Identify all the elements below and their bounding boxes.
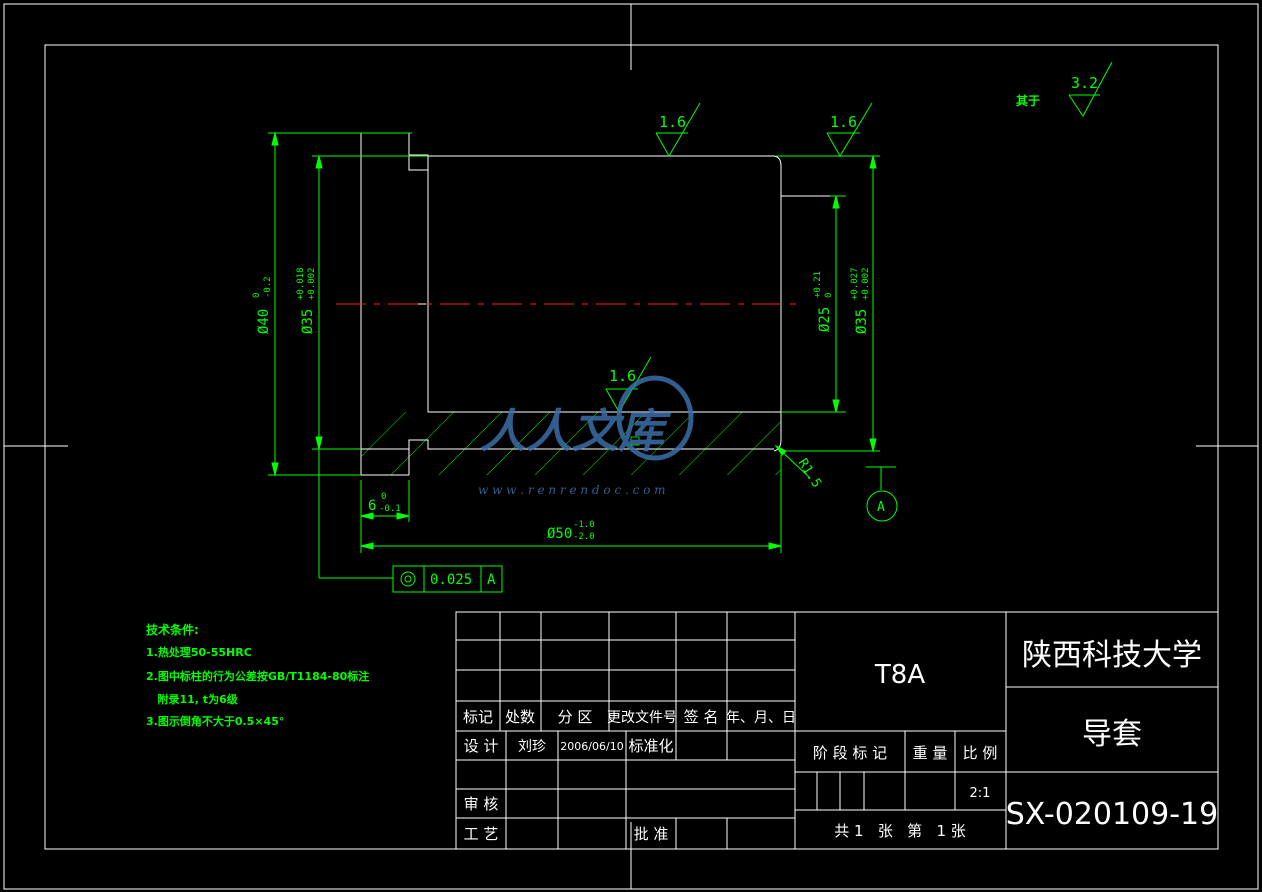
revision-header: 处数 — [505, 708, 535, 726]
dim-outer-fit-value: Ø35 — [300, 309, 316, 334]
watermark-url: w w w . r e n r e n d o c . c o m — [478, 483, 666, 497]
dim-outer-fit: Ø35 +0.018 +0.002 — [296, 267, 317, 334]
dim-outer-small-upper: 0 — [252, 293, 262, 298]
scale-value: 2:1 — [970, 786, 991, 801]
dim-radius-value: R1.5 — [795, 456, 824, 491]
tech-note-item: 3.图示倒角不大于0.5×45° — [146, 714, 284, 728]
standardize-label: 标准化 — [628, 737, 673, 755]
dim-bore-lower: 0 — [824, 293, 834, 298]
dim-flange-lower: -0.1 — [379, 504, 401, 514]
dim-outer-small-lower: -0.2 — [263, 276, 273, 298]
tech-notes: 技术条件: 1.热处理50-55HRC 2.图中标柱的行为公差按GB/T1184… — [146, 622, 369, 728]
roughness-symbols — [605, 61, 1113, 414]
dimension-lines — [268, 132, 898, 579]
process-label: 工 艺 — [464, 825, 499, 843]
tech-notes-title: 技术条件: — [146, 622, 199, 637]
tolerance-value: 0.025 — [430, 572, 472, 588]
dim-length: Ø50 -1.0 -2.0 — [547, 520, 595, 542]
revision-header: 更改文件号 — [607, 710, 677, 726]
drawing-number: SX-020109-19 — [1006, 797, 1218, 832]
weight-label: 重 量 — [913, 744, 948, 762]
dim-bore-upper: +0.21 — [813, 271, 823, 298]
tolerance-frame — [392, 565, 503, 593]
dim-outer-right-lower: +0.002 — [861, 267, 871, 300]
datum-label: A — [877, 500, 885, 515]
dim-outer-right: Ø35 +0.027 +0.002 — [850, 267, 871, 334]
approve-label: 批 准 — [634, 825, 669, 843]
scale-label: 比 例 — [963, 744, 998, 762]
title-block-grid — [455, 611, 1219, 850]
dim-outer-fit-upper: +0.018 — [296, 267, 306, 300]
watermark: 人人文库 w w w . r e n r e n d o c . c o m — [478, 375, 694, 497]
dim-length-lower: -2.0 — [573, 532, 595, 542]
stage-label: 阶 段 标 记 — [813, 744, 887, 762]
roughness-top-right: 1.6 — [830, 113, 857, 131]
part-outline — [360, 132, 830, 476]
dim-outer-fit-lower: +0.002 — [307, 267, 317, 300]
dim-outer-right-value: Ø35 — [854, 309, 870, 334]
dim-outer-right-upper: +0.027 — [850, 267, 860, 300]
watermark-text: 人人文库 — [480, 404, 672, 458]
concentricity-icon — [400, 571, 416, 587]
design-label: 设 计 — [464, 737, 499, 755]
designer-name: 刘珍 — [518, 739, 546, 755]
part-name: 导套 — [1082, 717, 1142, 752]
revision-header: 分 区 — [558, 708, 593, 726]
review-label: 审 核 — [464, 795, 499, 813]
dim-flange: 6 0 -0.1 — [368, 492, 401, 514]
tech-note-item: 2.图中标柱的行为公差按GB/T1184-80标注 — [146, 669, 369, 683]
roughness-other-label: 其于 — [1016, 93, 1040, 108]
dim-outer-small: Ø40 0 -0.2 — [252, 276, 273, 334]
dim-length-upper: -1.0 — [573, 520, 595, 530]
roughness-bore: 1.6 — [609, 367, 636, 385]
revision-header: 标记 — [463, 708, 493, 726]
revision-header: 年、月、日 — [726, 710, 796, 726]
design-date: 2006/06/10 — [560, 740, 623, 753]
dim-flange-value: 6 — [368, 498, 376, 514]
school-name: 陕西科技大学 — [1022, 638, 1202, 673]
revision-header: 签 名 — [684, 708, 719, 726]
dim-bore-value: Ø25 — [817, 307, 833, 332]
dim-radius: R1.5 — [795, 456, 824, 491]
dim-bore: Ø25 +0.21 0 — [813, 271, 834, 332]
tech-note-item: 1.热处理50-55HRC — [146, 645, 252, 659]
dim-outer-small-value: Ø40 — [256, 309, 272, 334]
tolerance-datum: A — [487, 572, 496, 588]
tech-note-item: 附录11, t为6级 — [146, 692, 239, 706]
dim-length-value: Ø50 — [547, 526, 572, 542]
material-text: T8A — [874, 660, 925, 690]
sheet-info: 共 1 张 第 1 张 — [834, 822, 966, 840]
dim-flange-upper: 0 — [381, 492, 386, 502]
roughness-top-left: 1.6 — [659, 113, 686, 131]
roughness-other-value: 3.2 — [1071, 74, 1098, 92]
watermark-logo-icon — [616, 375, 694, 461]
title-block: T8A 陕西科技大学 导套 SX-020109-19 标记 处数 分 区 更改文… — [463, 638, 1218, 843]
